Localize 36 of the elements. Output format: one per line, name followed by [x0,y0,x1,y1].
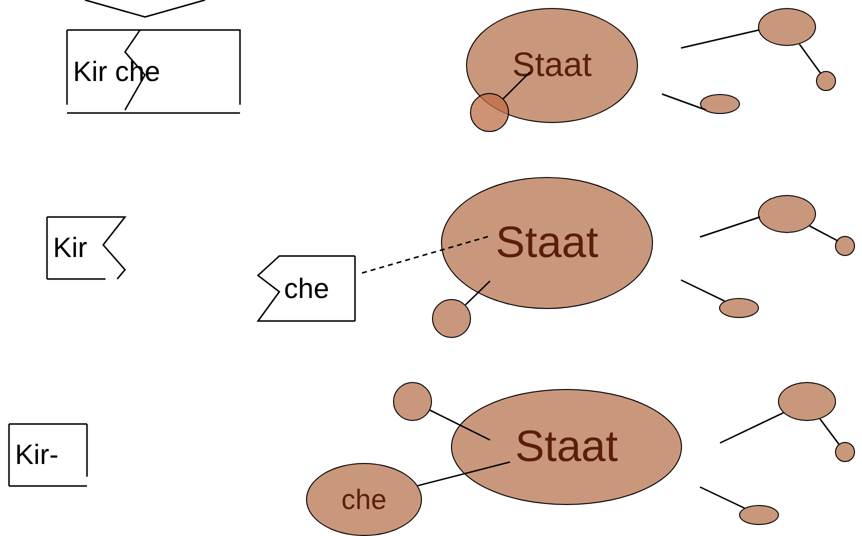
node-label: che [341,484,387,516]
small-circle [393,382,432,421]
open-box [67,30,240,113]
connector-line [720,412,784,444]
small-circle [835,442,855,462]
node-label: che [284,272,330,304]
connector-line [362,235,490,274]
connector-line [809,225,838,242]
small-circle [700,94,740,114]
node-label: Staat [496,218,598,268]
node-label: Kir [53,232,88,264]
connector-line [700,486,745,509]
node-label: Staat [512,46,592,85]
connector-line [430,410,490,441]
node-label: Staat [515,422,618,472]
small-circle [835,236,855,256]
small-circle [470,93,509,132]
small-circle [778,382,836,421]
connector-line [418,461,510,486]
open-box [9,424,87,486]
small-circle [719,298,759,318]
small-circle [432,299,471,338]
connector-line [662,93,706,111]
connector-line [464,280,491,306]
small-circle [758,195,816,233]
small-circle [739,505,779,525]
open-box [47,217,125,279]
open-box [258,256,355,321]
connector-line [502,71,531,100]
connector-line [819,418,840,445]
small-circle [816,71,836,91]
connector-line [680,279,725,302]
connector-line [798,44,821,74]
node-label: Kir- [15,439,59,471]
connector-line [680,29,760,49]
connector-line [700,216,760,238]
